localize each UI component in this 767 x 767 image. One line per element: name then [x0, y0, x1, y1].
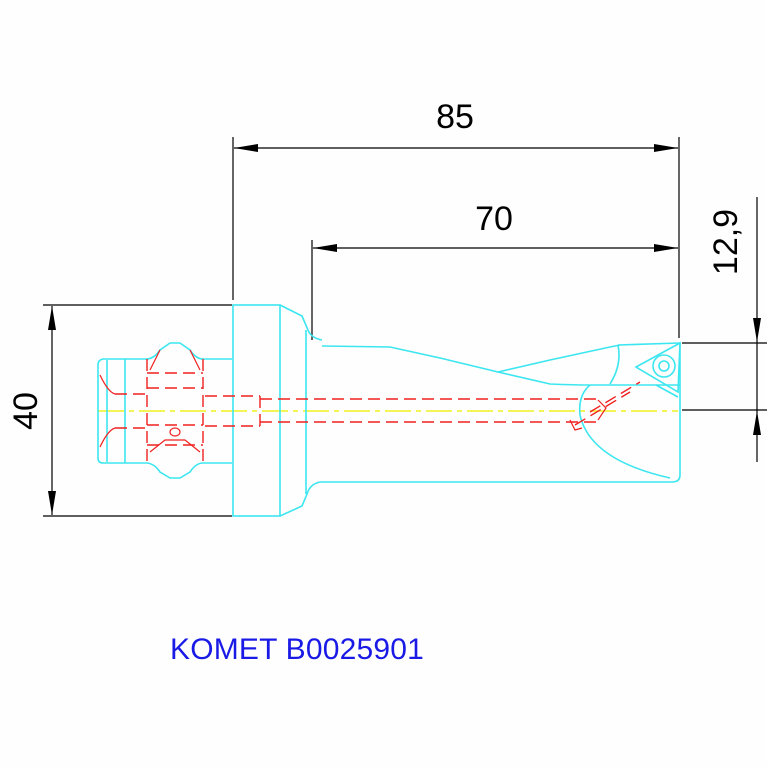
part-number-caption: KOMET B0025901 [170, 633, 425, 666]
hidden-detail-solid [99, 349, 607, 453]
dimension-arrows [48, 144, 761, 515]
dim-label-40: 40 [7, 392, 45, 430]
dimension-lines [43, 137, 767, 517]
tool-outline [97, 304, 681, 517]
dim-label-12-9: 12,9 [707, 209, 745, 275]
dim-label-85: 85 [436, 98, 474, 136]
dim-label-70: 70 [475, 200, 513, 238]
hidden-lines [115, 359, 641, 463]
